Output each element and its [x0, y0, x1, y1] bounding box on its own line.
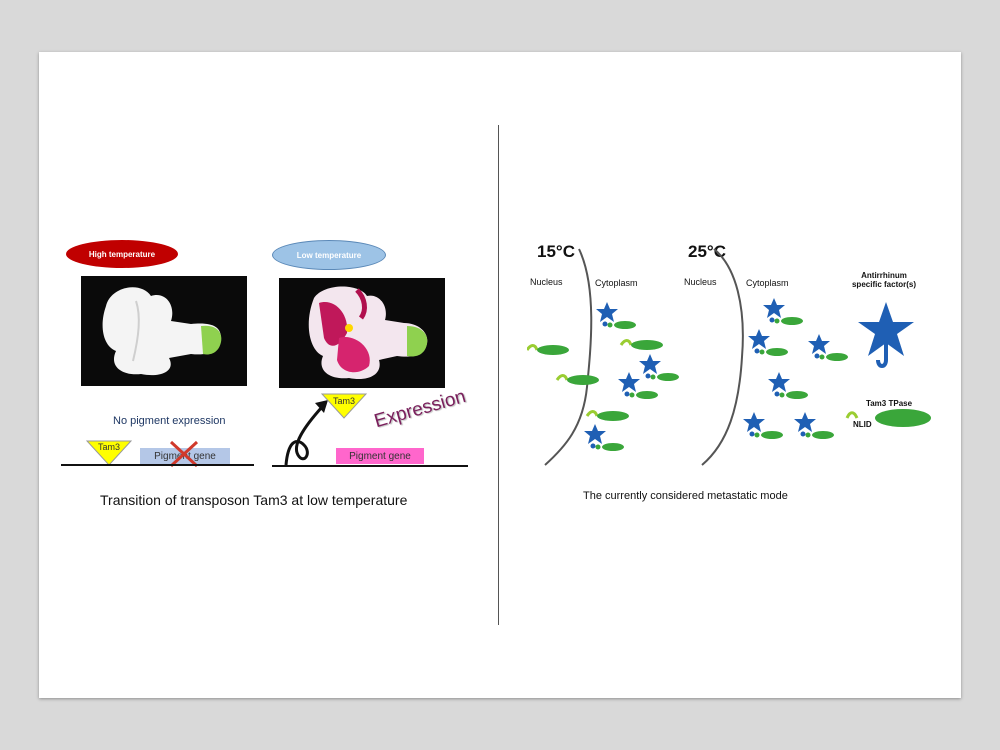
pink-flower-image: [308, 286, 428, 380]
left-caption: Transition of transposon Tam3 at low tem…: [100, 492, 408, 508]
expression-text: Expression: [372, 386, 469, 433]
cytoplasm-label-2: Cytoplasm: [746, 278, 789, 288]
tam3-right-label: Tam3: [332, 396, 355, 406]
tam3-triangle-left-icon: [86, 440, 132, 466]
low-temperature-label: Low temperature: [296, 250, 362, 260]
factor-complex-25-1: [763, 298, 803, 325]
high-temperature-label: High temperature: [88, 249, 156, 259]
no-pigment-expression-text: No pigment expression: [113, 415, 226, 427]
tpase-free-15-4: [585, 409, 631, 423]
nuclear-membrane-25: [684, 247, 764, 467]
pink-flower-photo: [279, 278, 445, 388]
nuclear-membrane-15: [529, 247, 609, 467]
slide-page: High temperature Low temperature No pigm…: [39, 52, 961, 698]
cytoplasm-label-1: Cytoplasm: [595, 278, 638, 288]
dna-line-right: [272, 465, 468, 467]
specific-factor-star-icon: [856, 302, 916, 372]
factor-complex-25-5: [743, 412, 783, 439]
factor-complex-15-1: [596, 302, 636, 329]
temp-15-label: 15°C: [537, 242, 575, 261]
tam3-tpase-icon: [845, 407, 935, 429]
white-flower-photo: [81, 276, 247, 386]
panel-divider: [498, 125, 499, 625]
tam3-left-label: Tam3: [97, 442, 120, 452]
molecules-25-group: [739, 294, 849, 469]
factor-complex-15-2: [639, 354, 679, 381]
dna-line-left: [61, 464, 254, 466]
nlid-label: NLID: [853, 420, 872, 429]
tpase-label: Tam3 TPase: [865, 399, 913, 408]
excision-arrow-icon: [282, 397, 332, 467]
tpase-free-15-1: [527, 343, 571, 357]
nucleus-label-1: Nucleus: [530, 277, 563, 287]
right-caption: The currently considered metastatic mode: [583, 490, 788, 502]
temp-25-label: 25°C: [688, 242, 726, 261]
factor-complex-25-2: [748, 329, 788, 356]
factor-label: Antirrhinum specific factor(s): [851, 271, 917, 289]
factor-complex-25-4: [768, 372, 808, 399]
factor-complex-15-4: [584, 424, 624, 451]
tpase-free-15-2: [619, 338, 665, 352]
pigment-gene-right: Pigment gene: [336, 448, 424, 464]
tpase-free-15-3: [555, 373, 601, 387]
nucleus-label-2: Nucleus: [684, 277, 717, 287]
low-temperature-badge: Low temperature: [272, 240, 386, 270]
molecules-15-group: [527, 294, 697, 469]
factor-complex-25-3: [808, 334, 848, 361]
tam3-marker-right: Tam3: [321, 393, 367, 419]
factor-complex-25-6: [794, 412, 834, 439]
high-temperature-badge: High temperature: [66, 240, 178, 268]
cross-mark-icon: [169, 440, 199, 468]
tam3-marker-left: Tam3: [86, 440, 132, 466]
white-flower-image: [102, 287, 222, 376]
pigment-gene-right-label: Pigment gene: [349, 450, 411, 462]
tam3-triangle-right-icon: [321, 393, 367, 419]
